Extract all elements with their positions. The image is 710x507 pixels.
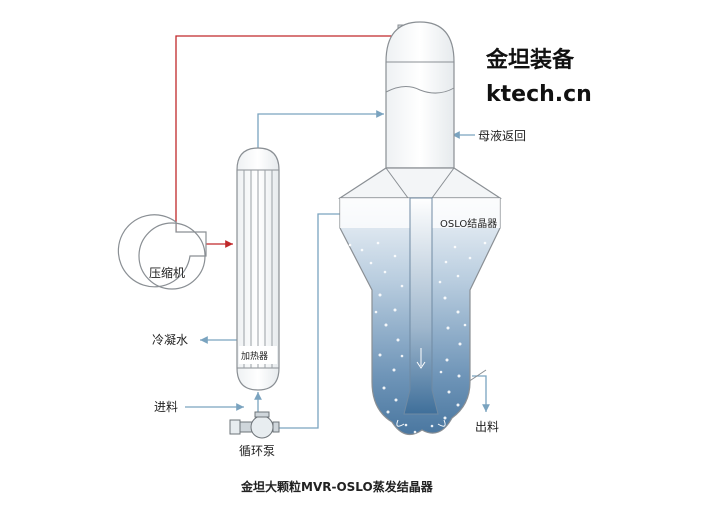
pump xyxy=(229,411,280,439)
discharge-label: 出料 xyxy=(475,420,500,434)
separator xyxy=(337,21,503,199)
oslo-crystallizer-label: OSLO结晶器 xyxy=(440,219,498,230)
condensate-label: 冷凝水 xyxy=(152,333,189,347)
heater-label: 加热器 xyxy=(241,352,269,362)
pump-label: 循环泵 xyxy=(239,444,276,458)
brand-url: ktech.cn xyxy=(486,82,592,107)
recirculation-line xyxy=(278,213,340,429)
compressor-label: 压缩机 xyxy=(149,266,186,280)
feed-label: 进料 xyxy=(154,400,179,414)
heater xyxy=(236,147,280,391)
discharge-line xyxy=(472,375,490,412)
crystallizer xyxy=(339,197,501,436)
heater-to-separator-line xyxy=(257,110,384,148)
vapor-line xyxy=(172,35,400,258)
diagram-caption: 金坦大颗粒MVR-OSLO蒸发结晶器 xyxy=(241,480,433,494)
compressor-body xyxy=(117,214,207,288)
brand-name: 金坦装备 xyxy=(486,48,575,73)
discharge-pipe xyxy=(467,369,487,383)
mother-liquor-return-label: 母液返回 xyxy=(478,129,527,143)
